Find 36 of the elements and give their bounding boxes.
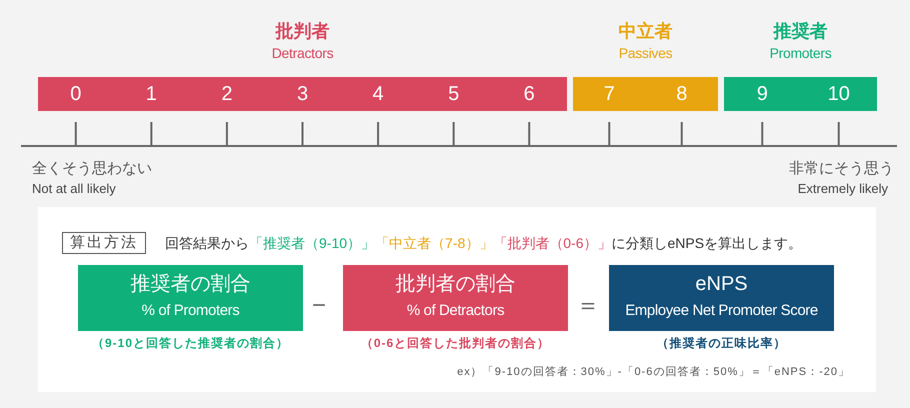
score-number: 2	[221, 82, 232, 107]
box-subtitle: Employee Net Promoter Score	[625, 301, 818, 320]
scale-end-label: 全くそう思わない	[32, 160, 152, 178]
score-number: 6	[524, 82, 535, 107]
example-note: ex）「9-10の回答者：30%」-「0-6の回答者：50%」＝「eNPS：-20」	[457, 365, 850, 380]
section-tag: 算出方法	[62, 232, 146, 254]
score-number: 1	[146, 82, 157, 107]
group-subheading: Detractors	[272, 45, 334, 62]
score-number: 4	[372, 82, 384, 107]
group-subheading: Promoters	[770, 45, 832, 62]
box-title: 批判者の割合	[396, 272, 516, 296]
score-number: 0	[70, 82, 82, 107]
group-heading: 中立者	[618, 20, 672, 42]
score-number: 8	[676, 82, 688, 107]
score-number: 9	[756, 82, 768, 107]
box-note: （9-10と回答した推奨者の割合）	[92, 336, 290, 351]
scale-end-label: Not at all likely	[32, 181, 116, 197]
score-number: 5	[448, 82, 460, 107]
scale-end-label: 非常にそう思う	[789, 160, 894, 178]
group-subheading: Passives	[618, 45, 672, 62]
description-text: 回答結果から「推奨者（9-10）」「中立者（7-8）」「批判者（0-6）」に分類しeNPSを算出します。	[165, 234, 802, 252]
score-number: 10	[828, 82, 850, 107]
group-heading: 推奨者	[774, 20, 828, 42]
box-title: 推奨者の割合	[130, 272, 250, 296]
box-title: eNPS	[695, 272, 748, 296]
box-note: （0-6と回答した批判者の割合）	[360, 336, 550, 351]
box-subtitle: % of Detractors	[406, 301, 504, 320]
minus-sign: −	[312, 291, 326, 321]
scale-end-label: Extremely likely	[798, 181, 888, 197]
equals-sign: ＝	[576, 291, 600, 321]
box-note: （推奨者の正味比率）	[656, 336, 786, 351]
score-number: 3	[296, 82, 308, 107]
score-number: 7	[604, 82, 615, 107]
box-subtitle: % of Promoters	[142, 301, 240, 320]
formula-panel	[38, 207, 876, 392]
group-heading: 批判者	[276, 20, 330, 42]
